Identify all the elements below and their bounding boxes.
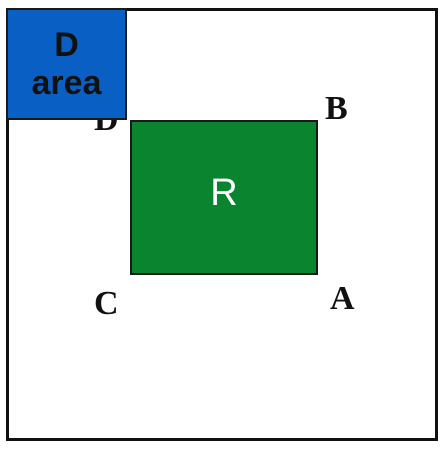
region-r-label: R	[210, 172, 238, 214]
d-area-box: D area	[6, 8, 127, 120]
d-area-label-line1: D	[54, 26, 79, 64]
corner-label-b: B	[325, 90, 348, 127]
d-area-label-line2: area	[31, 64, 102, 102]
corner-label-a: A	[330, 280, 355, 317]
region-r-rectangle: R	[130, 120, 318, 275]
corner-label-c: C	[94, 285, 119, 322]
